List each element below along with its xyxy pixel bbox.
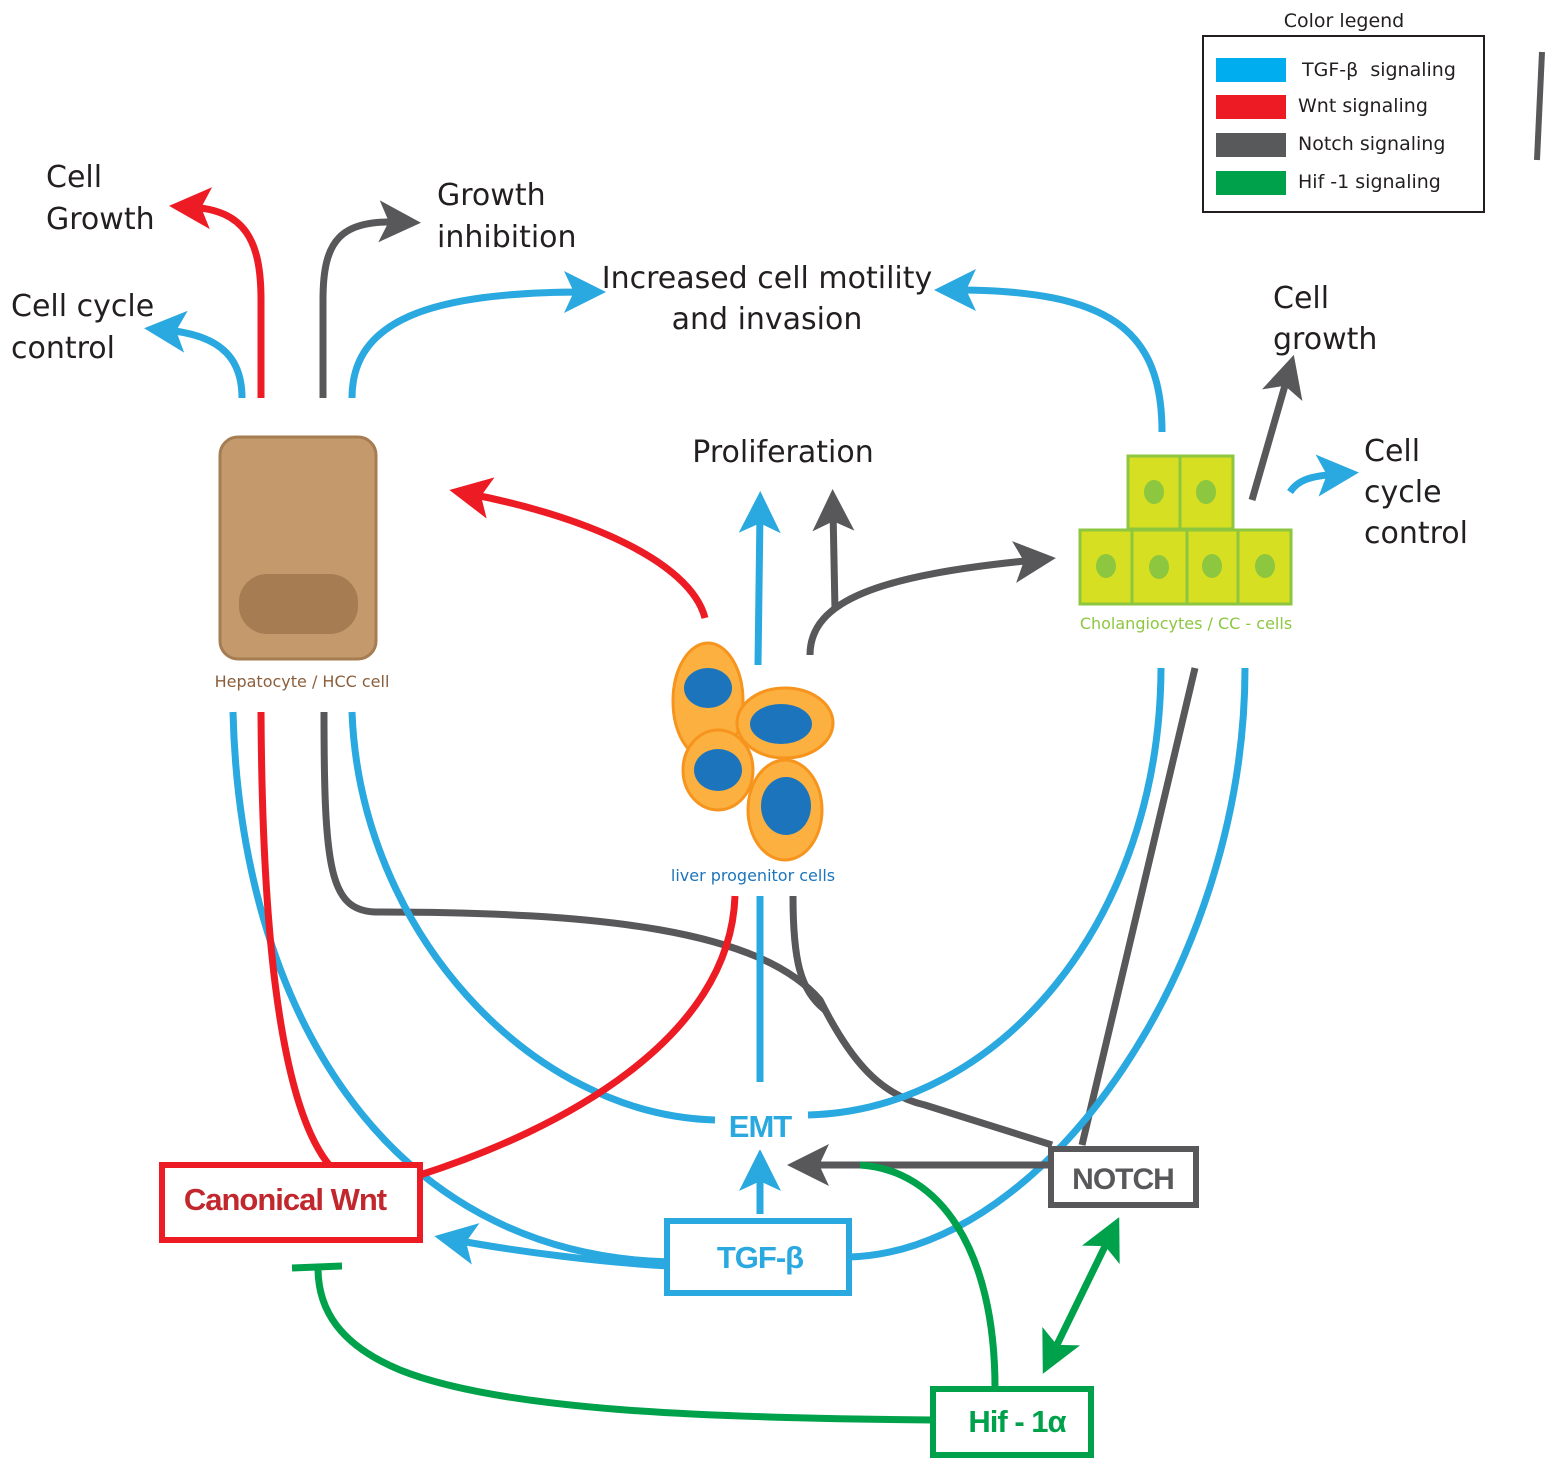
node-notch-label: NOTCH (1072, 1163, 1174, 1196)
line-cc-emt (807, 667, 1165, 1119)
progenitor-nucleus (750, 704, 812, 744)
progenitor-cells: liver progenitor cells (671, 641, 835, 885)
legend-title: Color legend (1284, 10, 1404, 32)
node-hif-label: Hif - 1α (968, 1404, 1066, 1439)
cholangiocyte-nucleus (1144, 480, 1164, 504)
arrow-hep-motility (348, 271, 606, 399)
node-notch-box (1048, 1146, 1199, 1208)
arrow-hep-cell-growth (169, 187, 265, 398)
node-canonical-wnt-box (159, 1162, 423, 1243)
arrow-hep-growth-inhibition (319, 200, 421, 398)
inhibit-hif-wnt (314, 1267, 933, 1424)
line-hep-wnt (257, 711, 333, 1169)
line-hep-notch (320, 711, 1054, 1149)
line-hep-tgfb-outer (229, 711, 671, 1266)
legend-label-wnt: Wnt signaling (1298, 95, 1428, 117)
node-notch: NOTCH (1048, 1146, 1199, 1208)
arrow-tgfb-wnt (434, 1223, 669, 1270)
stray-mark (1534, 51, 1545, 161)
progenitor-nucleus (694, 749, 742, 791)
arrow-hep-cell-cycle (144, 310, 246, 399)
cholangiocyte-nucleus (1149, 555, 1169, 579)
color-legend: Color legend TGF-β signaling Wnt signali… (1202, 10, 1485, 213)
node-canonical-wnt: Canonical Wnt (159, 1162, 423, 1243)
line-progenitor-wnt (418, 895, 739, 1179)
line-cc-tgfb (849, 667, 1249, 1261)
cholangiocyte-nucleus (1255, 554, 1275, 578)
arrow-progenitor-proliferation-notch (812, 489, 855, 611)
node-hif: Hif - 1α (930, 1386, 1094, 1458)
node-emt-label: EMT (729, 1109, 793, 1144)
hepatocyte-label: Hepatocyte / HCC cell (215, 672, 390, 691)
progenitor-nucleus (761, 777, 811, 835)
inhibit-bar (291, 1262, 343, 1272)
legend-swatch-notch (1216, 133, 1286, 157)
progenitor-nucleus (684, 668, 732, 708)
cholangiocyte-label: Cholangiocytes / CC - cells (1080, 614, 1292, 633)
arrow-cc-motility (934, 269, 1166, 433)
cholangiocyte-cells: Cholangiocytes / CC - cells (1078, 454, 1293, 633)
arrow-progenitor-hepatocyte (449, 477, 709, 619)
cholangiocyte-nucleus (1096, 554, 1116, 578)
node-tgfb-box (664, 1218, 852, 1296)
cholangiocyte-nucleus (1196, 480, 1216, 504)
cholangiocyte-nucleus (1202, 554, 1222, 578)
legend-label-tgfb: TGF-β signaling (1301, 59, 1456, 81)
node-tgfb-label: TGF-β (717, 1240, 803, 1275)
node-tgfb: TGF-β (664, 1218, 852, 1296)
line-progenitor-notch (789, 895, 828, 1013)
node-emt: EMT (718, 1100, 804, 1150)
line-hep-emt (348, 711, 716, 1124)
hepatocyte-cell: Hepatocyte / HCC cell (215, 435, 390, 691)
legend-label-hif: Hif -1 signaling (1298, 171, 1441, 193)
arrow-hif-emt (859, 1161, 999, 1389)
node-hif-box (930, 1386, 1094, 1458)
line-cc-notch (1078, 667, 1199, 1146)
arrow-progenitor-cholangiocyte (806, 541, 1056, 656)
legend-swatch-wnt (1216, 95, 1286, 119)
arrow-cc-cell-cycle (1287, 454, 1359, 497)
legend-swatch-hif (1216, 171, 1286, 195)
progenitor-label: liver progenitor cells (671, 866, 835, 885)
node-canonical-wnt-label: Canonical Wnt (184, 1182, 387, 1217)
legend-swatch-tgfb (1216, 58, 1286, 82)
arrow-cc-cell-growth (1248, 354, 1303, 501)
arrow-hif-notch (1042, 1217, 1120, 1374)
outcome-proliferation: Proliferation (692, 435, 873, 470)
arrow-progenitor-proliferation-tgfb (738, 491, 781, 666)
hepatocyte-nucleus (239, 574, 358, 634)
legend-box (1202, 35, 1485, 213)
legend-label-notch: Notch signaling (1298, 133, 1445, 155)
